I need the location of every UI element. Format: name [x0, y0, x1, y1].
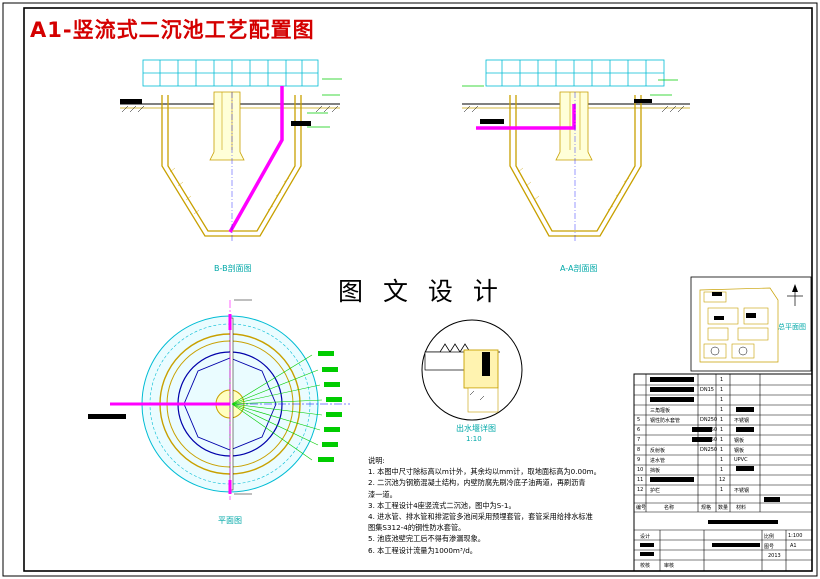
note-line: 1. 本图中尺寸除标高以m计外，其余均以mm计，取地面标高为0.00m。	[368, 467, 601, 477]
table-cell-qty: 1	[720, 447, 724, 453]
table-cell-mat: 钢板	[734, 438, 745, 444]
table-cell-qty: 1	[720, 457, 724, 463]
table-cell-qty: 1	[720, 437, 724, 443]
table-cell-qty: 12	[719, 477, 726, 483]
table-cell-qty: 1	[720, 417, 724, 423]
note-line: 5. 池底池壁完工后不得有渗漏现象。	[368, 534, 485, 544]
inner-frame	[23, 7, 813, 572]
section-bb-label: B-B剖面图	[214, 264, 252, 273]
table-cell-mat: 钢板	[734, 448, 745, 454]
table-cell-name: 进水管	[650, 458, 666, 464]
section-bb-drawing	[120, 59, 342, 242]
table-cell-spec: DN250	[700, 417, 718, 423]
note-line: 4. 进水管、排水管和排泥管多池间采用预埋套管，套管采用给排水标准	[368, 512, 593, 522]
table-cell-name: 挡板	[650, 468, 661, 474]
section-aa-label: A-A剖面图	[560, 264, 598, 273]
table-cell-no: 5	[637, 417, 641, 423]
table-cell-qty: 1	[720, 467, 724, 473]
table-cell-spec: DN250	[700, 447, 718, 453]
table-cell-no: 12	[637, 487, 644, 493]
table-cell-spec: DN250	[700, 427, 718, 433]
plan-view-label: 平面图	[218, 516, 242, 525]
table-cell-mat: UPVC	[734, 457, 748, 463]
table-cell-name: 反射板	[650, 448, 666, 454]
title-block-approve: 审核	[664, 563, 675, 569]
table-cell-no: 6	[637, 427, 641, 433]
table-cell-no: 8	[637, 447, 641, 453]
detail-scale-label: 1:10	[466, 435, 482, 443]
title-block-scale: 1:100	[788, 533, 803, 539]
table-cell-name: 护栏	[650, 488, 661, 494]
table-cell-qty: 1	[720, 407, 724, 413]
parts-table-fills	[640, 377, 780, 556]
parts-table-grid	[633, 373, 813, 572]
table-cell-qty: 1	[720, 387, 724, 393]
notes-block: 说明: 1. 本图中尺寸除标高以m计外，其余均以mm计，取地面标高为0.00m。…	[368, 455, 636, 556]
table-cell-mat: 不锈钢	[734, 418, 750, 424]
title-block-sheet: A1	[790, 543, 797, 549]
note-line: 漆一道。	[368, 489, 397, 499]
detail-drawing	[421, 319, 523, 421]
site-plan-label: 总平面图	[778, 323, 806, 331]
notes-heading: 说明:	[368, 456, 385, 465]
drawing-title: A1-竖流式二沉池工艺配置图	[30, 18, 315, 42]
title-block-date: 2013	[768, 553, 781, 559]
table-cell-spec: DN150	[700, 437, 718, 443]
table-cell-no: 7	[637, 437, 641, 443]
table-header-no: 编号	[636, 505, 647, 511]
table-header-mat: 材料	[736, 505, 747, 511]
table-cell-no: 9	[637, 457, 641, 463]
table-cell-mat: 不锈钢	[734, 488, 750, 494]
detail-label: 出水堰详图	[456, 424, 496, 433]
plan-view-drawing	[88, 299, 350, 500]
title-block-scale-label: 比例	[764, 534, 775, 540]
note-line: 6. 本工程设计流量为1000m³/d。	[368, 545, 477, 555]
title-block-check: 校核	[640, 563, 651, 569]
table-header-name: 名称	[664, 505, 675, 511]
table-cell-name: 钢性防水套管	[650, 418, 681, 424]
table-cell-no: 11	[637, 477, 644, 483]
note-line: 2. 二沉池为钢筋混凝土结构，内壁防腐先刷冷底子油两道，再刷沥青	[368, 478, 586, 488]
watermark-text: 图 文 设 计	[338, 277, 504, 306]
table-cell-qty: 1	[720, 427, 724, 433]
table-cell-no: 10	[637, 467, 644, 473]
title-block-sheet-label: 图号	[764, 544, 775, 550]
table-cell-qty: 1	[720, 377, 724, 383]
table-cell-spec: DN15	[700, 387, 714, 393]
site-plan-drawing	[690, 276, 812, 372]
note-line: 3. 本工程设计4座竖流式二沉池，图中为S-1。	[368, 500, 516, 510]
section-aa-drawing	[462, 59, 690, 242]
table-header-qty: 数量	[718, 505, 729, 511]
table-header-spec: 规格	[701, 505, 712, 511]
table-cell-qty: 1	[720, 487, 724, 493]
note-line: 图集S312-4的钢性防水套管。	[368, 523, 466, 533]
table-cell-qty: 1	[720, 397, 724, 403]
title-block-design: 设计	[640, 534, 651, 540]
table-cell-name: 三角堰板	[650, 408, 671, 414]
